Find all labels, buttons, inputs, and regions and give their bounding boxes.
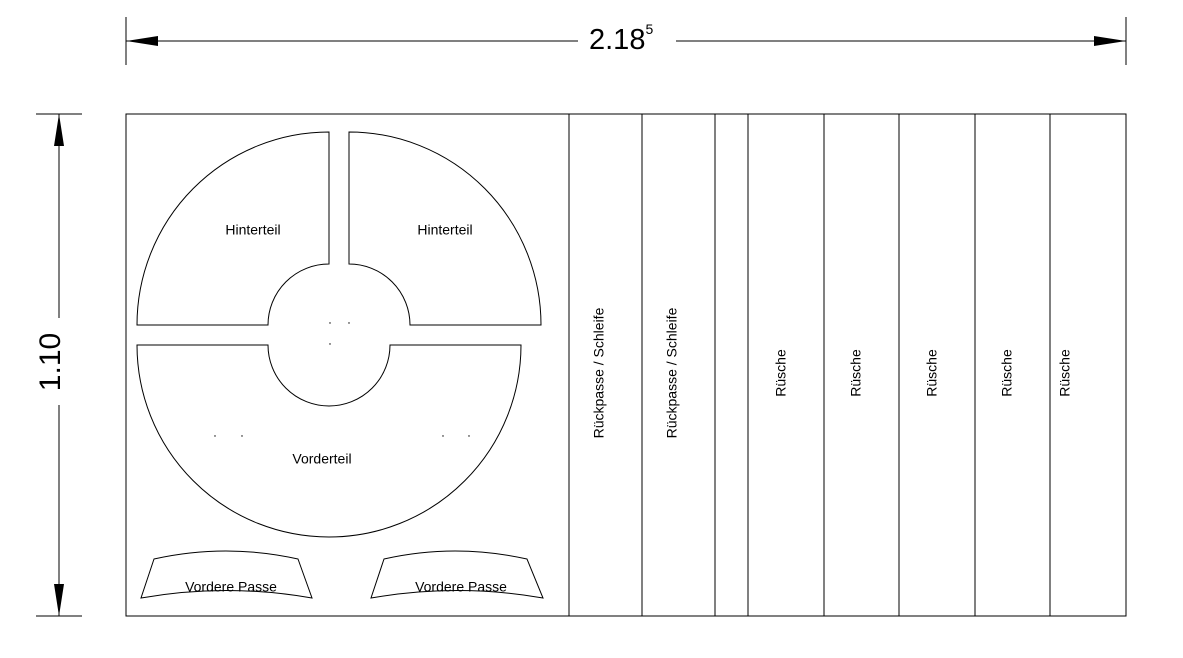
strip-label-back-yoke: Rückpasse / Schleife [591, 307, 607, 438]
back-piece-left [136, 131, 330, 326]
strip-label-ruffle: Rüsche [848, 349, 864, 397]
front-yoke-left [140, 550, 313, 599]
dot [241, 435, 243, 437]
dot [468, 435, 470, 437]
width-main: 2.18 [589, 24, 645, 56]
arrow-right-icon [1094, 36, 1126, 46]
height-dimension [36, 113, 82, 617]
front-label: Vorderteil [292, 451, 351, 467]
height-dimension-label: 1.10 [34, 333, 67, 391]
strip-dividers [568, 114, 1051, 616]
arrow-up-icon [54, 114, 64, 146]
back-piece-right [348, 131, 542, 326]
dot [442, 435, 444, 437]
width-dimension [125, 17, 1127, 65]
dot [329, 322, 331, 324]
dot [348, 322, 350, 324]
strip-label-back-yoke: Rückpasse / Schleife [664, 307, 680, 438]
fabric-outline [125, 113, 1127, 617]
back-left-label: Hinterteil [225, 222, 280, 238]
front-yoke-left-label: Vordere Passe [185, 579, 277, 595]
width-dimension-label: 2.185 [589, 21, 653, 56]
width-superscript: 5 [645, 21, 653, 37]
arrow-down-icon [54, 584, 64, 616]
dot [329, 343, 331, 345]
front-piece [136, 344, 522, 538]
strip-label-ruffle: Rüsche [1057, 349, 1073, 397]
arrow-left-icon [126, 36, 158, 46]
strip-label-ruffle: Rüsche [999, 349, 1015, 397]
dot [214, 435, 216, 437]
front-yoke-right-label: Vordere Passe [415, 579, 507, 595]
strip-label-ruffle: Rüsche [773, 349, 789, 397]
front-yoke-right [370, 550, 544, 599]
strip-label-ruffle: Rüsche [924, 349, 940, 397]
back-right-label: Hinterteil [417, 222, 472, 238]
reference-dots [214, 322, 470, 437]
